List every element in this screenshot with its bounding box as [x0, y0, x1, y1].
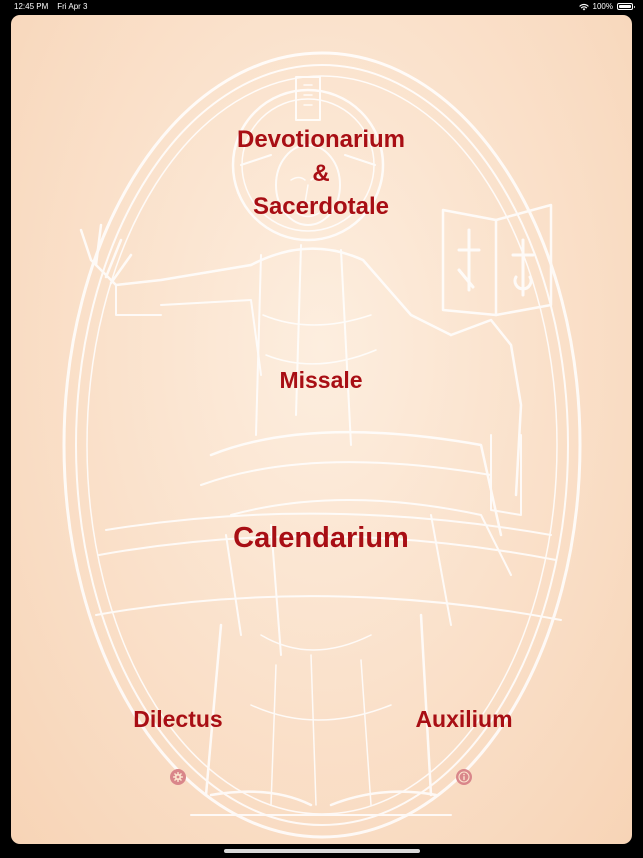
gear-icon	[173, 772, 183, 782]
info-button[interactable]	[456, 769, 472, 785]
devotionarium-line3: Sacerdotale	[252, 193, 390, 220]
main-sheet: Devotionarium & Sacerdotale Missale Cale…	[11, 15, 632, 844]
status-date: Fri Apr 3	[57, 2, 88, 11]
status-bar: 12:45 PM Fri Apr 3 100%	[0, 0, 643, 14]
christ-pantocrator-watermark	[62, 51, 582, 839]
settings-button[interactable]	[170, 769, 186, 785]
devotionarium-sacerdotale-link[interactable]: Devotionarium & Sacerdotale	[171, 123, 471, 224]
dilectus-link[interactable]: Dilectus	[133, 706, 223, 732]
battery-icon	[617, 3, 635, 10]
devotionarium-line2: &	[312, 159, 330, 187]
devotionarium-line1: Devotionarium	[236, 126, 406, 153]
status-left: 12:45 PM Fri Apr 3	[14, 2, 87, 11]
status-time: 12:45 PM	[14, 2, 49, 11]
status-right: 100%	[578, 2, 635, 11]
auxilium-link[interactable]: Auxilium	[415, 706, 513, 732]
info-icon	[458, 771, 470, 783]
battery-percent: 100%	[592, 2, 613, 11]
battery-fill	[619, 5, 631, 8]
home-indicator[interactable]	[224, 849, 420, 853]
calendarium-link[interactable]: Calendarium	[233, 522, 409, 554]
missale-link[interactable]: Missale	[279, 367, 363, 393]
wifi-icon	[578, 3, 589, 10]
